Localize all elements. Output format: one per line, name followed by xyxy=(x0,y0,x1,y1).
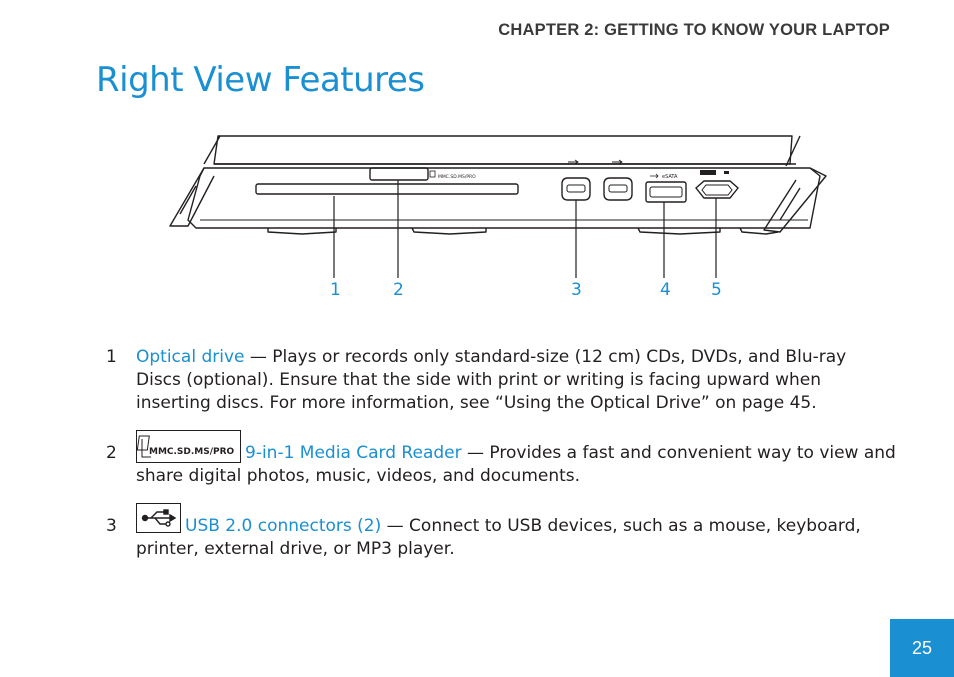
page-title: Right View Features xyxy=(96,60,425,100)
usb-port-1 xyxy=(561,159,591,201)
feature-term: USB 2.0 connectors (2) xyxy=(185,516,382,536)
feature-description: — Plays or records only standard-size (1… xyxy=(136,347,847,413)
esata-port-label: eSATA xyxy=(662,174,678,180)
feature-item-optical-drive: 1 Optical drive — Plays or records only … xyxy=(106,346,896,415)
laptop-lid xyxy=(213,135,793,165)
chapter-header: CHAPTER 2: GETTING TO KNOW YOUR LAPTOP xyxy=(498,21,890,39)
callout-number-4: 4 xyxy=(660,280,671,300)
callout-number-3: 3 xyxy=(571,280,582,300)
feature-term: 9-in-1 Media Card Reader xyxy=(245,443,462,463)
esata-port: eSATA xyxy=(645,173,687,203)
feature-item-usb-connectors: 3 USB 2.0 connectors (2) — Connect to US… xyxy=(106,503,896,561)
feature-description: — Provides a fast and convenient way to … xyxy=(136,443,896,486)
usb-icon xyxy=(136,503,181,533)
callout-number-1: 1 xyxy=(330,280,341,300)
svg-text:MMC.SD.MS/PRO: MMC.SD.MS/PRO xyxy=(149,447,235,457)
item-number: 1 xyxy=(106,347,117,367)
item-number: 2 xyxy=(106,443,117,463)
item-number: 3 xyxy=(106,516,117,536)
media-card-icon: MMC.SD.MS/PRO xyxy=(136,429,241,463)
page-number: 25 xyxy=(911,637,933,658)
usb-port-2 xyxy=(603,159,633,201)
feature-term: Optical drive xyxy=(136,347,245,367)
hdmi-port xyxy=(695,170,739,199)
laptop-right-side-illustration: MMC.SD.MS/PRO eSATA xyxy=(169,135,827,278)
feature-description: — Connect to USB devices, such as a mous… xyxy=(136,516,861,559)
page-number-badge: 25 xyxy=(890,619,954,677)
optical-drive-slot xyxy=(255,183,519,195)
callout-number-5: 5 xyxy=(711,280,722,300)
card-reader-port-label: MMC.SD.MS/PRO xyxy=(438,174,476,180)
card-reader-slot xyxy=(369,167,429,181)
callout-number-2: 2 xyxy=(393,280,404,300)
